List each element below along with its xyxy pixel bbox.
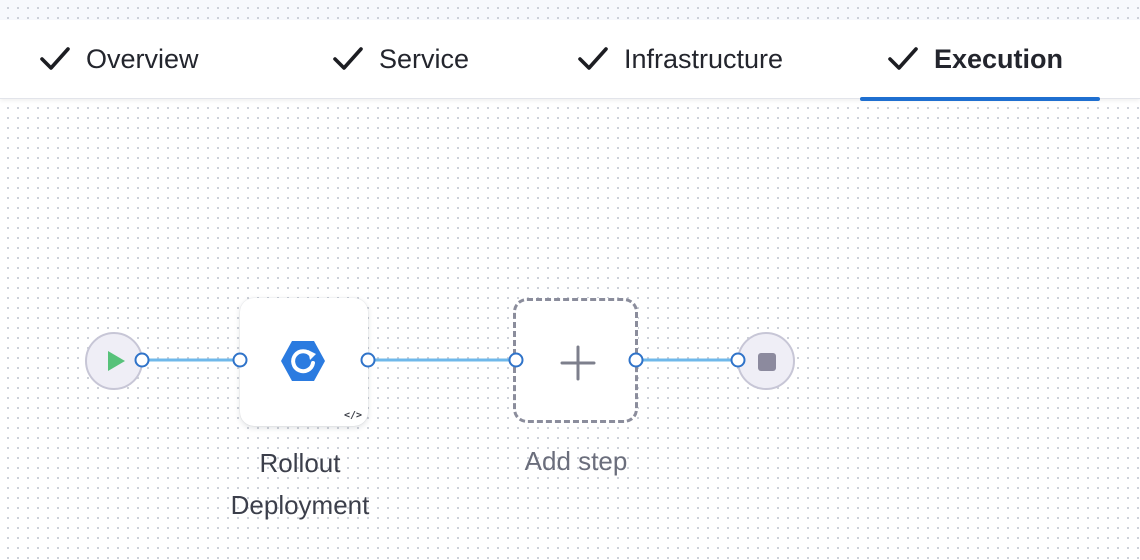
tab-execution[interactable]: Execution — [886, 20, 1063, 98]
pipeline-start-node[interactable] — [85, 332, 143, 390]
add-step-label: Add step — [524, 446, 628, 476]
check-icon — [888, 47, 918, 70]
tab-service[interactable]: Service — [331, 20, 469, 98]
tab-infrastructure[interactable]: Infrastructure — [576, 20, 783, 98]
stop-icon — [758, 353, 776, 371]
pipeline-end-node[interactable] — [737, 332, 795, 390]
tab-label: Infrastructure — [624, 43, 784, 74]
add-step-button[interactable] — [513, 298, 638, 423]
canvas-top-strip — [0, 0, 1140, 20]
check-icon — [333, 47, 363, 70]
plus-icon — [560, 345, 596, 381]
tab-label: Overview — [86, 43, 199, 74]
check-icon — [578, 47, 608, 70]
play-icon — [108, 351, 125, 371]
active-tab-indicator — [860, 97, 1100, 101]
code-icon: </> — [343, 410, 362, 421]
check-icon — [40, 47, 70, 70]
step-label: Rollout Deployment — [230, 448, 370, 520]
tab-label: Execution — [934, 43, 1064, 74]
tab-overview[interactable]: Overview — [38, 20, 199, 98]
stage-tab-bar: Overview Service Infrastructure Executio… — [0, 20, 1140, 99]
step-node-rollout-deployment[interactable]: </> — [240, 298, 368, 426]
rollout-icon — [281, 341, 325, 381]
tab-label: Service — [379, 43, 470, 74]
